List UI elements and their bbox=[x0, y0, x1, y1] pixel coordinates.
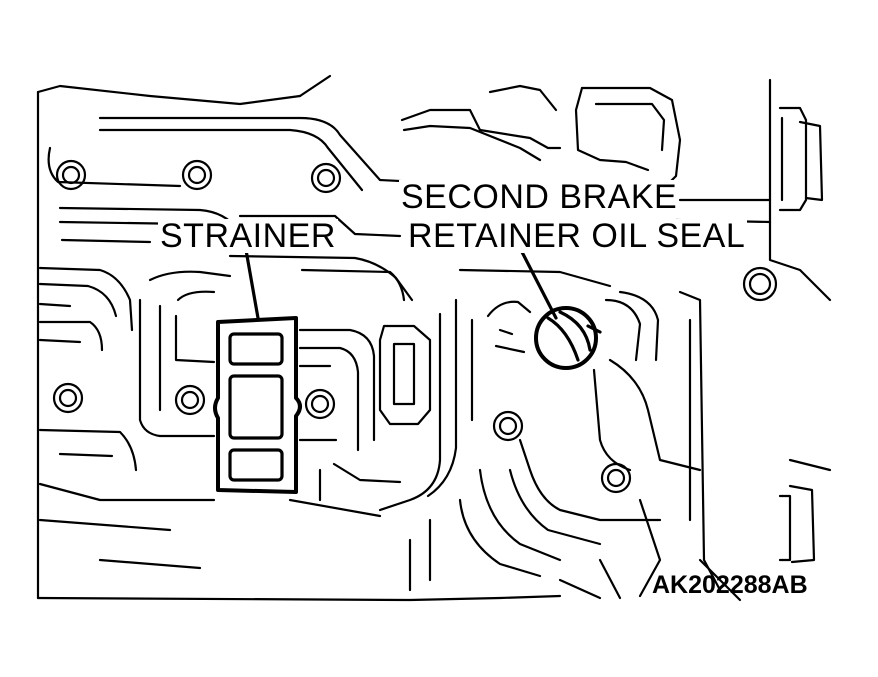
second-brake-label-line1: SECOND BRAKE bbox=[399, 178, 680, 216]
middle-passages bbox=[298, 298, 474, 512]
right-passages bbox=[408, 290, 722, 600]
upper-passages bbox=[47, 84, 772, 302]
strainer-label: STRAINER bbox=[158, 217, 338, 255]
second-brake-label-line2: RETAINER OIL SEAL bbox=[406, 217, 748, 255]
leader-lines bbox=[244, 248, 558, 320]
housing-outline bbox=[36, 74, 832, 602]
figure-code: AK202288AB bbox=[652, 571, 808, 599]
bolt-holes bbox=[52, 159, 778, 494]
second-brake-retainer-oil-seal bbox=[534, 306, 602, 370]
left-passages bbox=[38, 266, 382, 570]
right-bolts bbox=[778, 106, 824, 564]
strainer bbox=[213, 316, 302, 494]
